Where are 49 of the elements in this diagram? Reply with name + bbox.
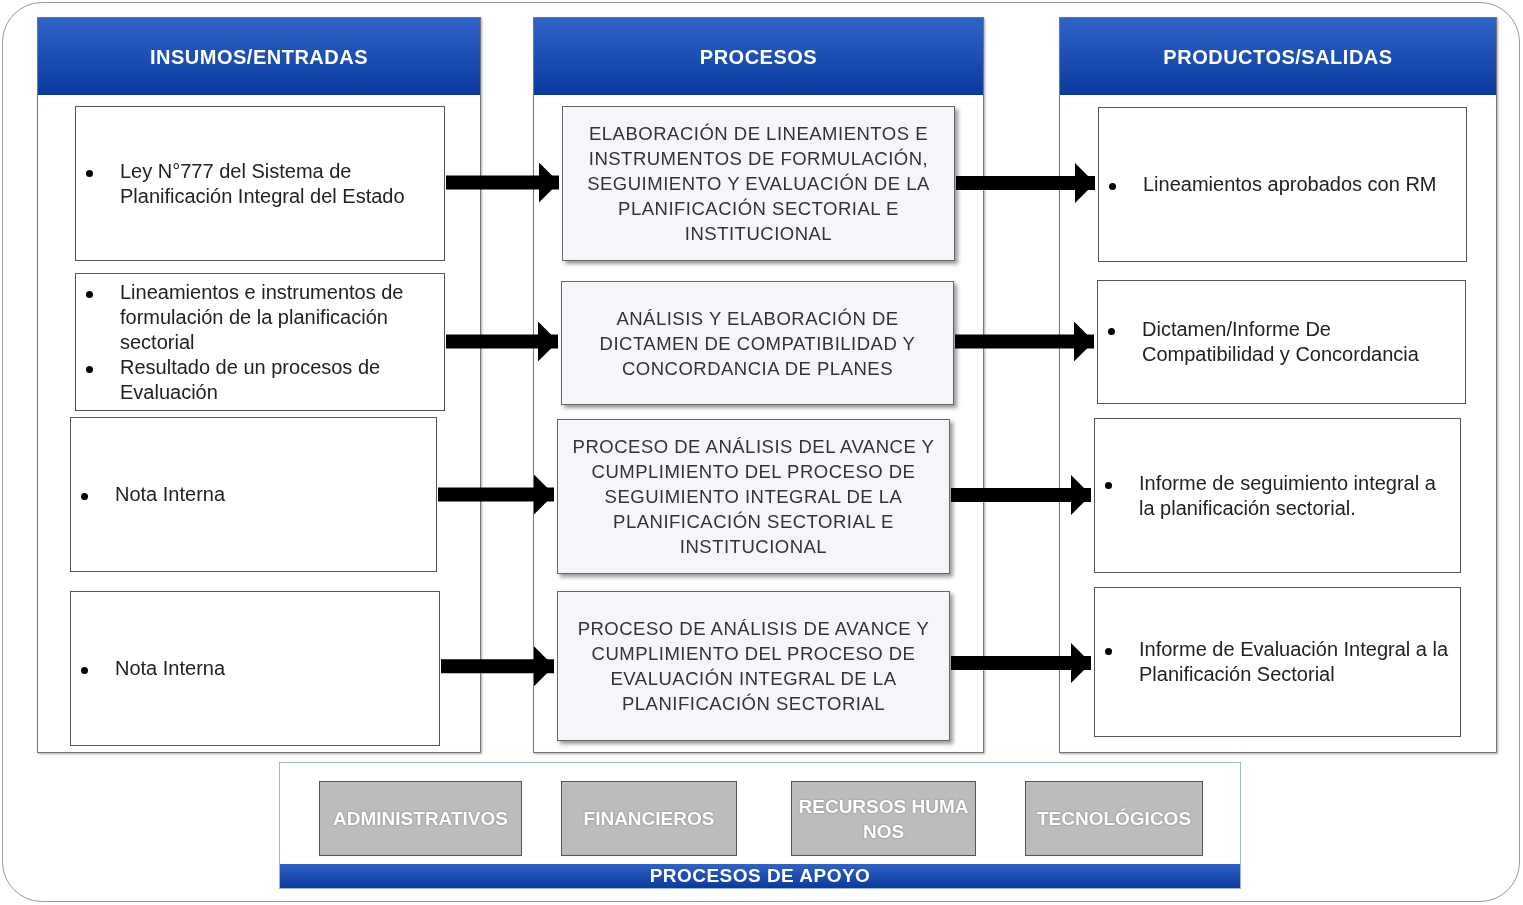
bullet-text: Lineamientos e instrumentos de formulación de la planificación sectorial [120, 279, 405, 355]
block-arrow [955, 321, 1094, 362]
bullet-text: Nota Interna [115, 656, 226, 681]
column-panel [1059, 17, 1497, 753]
block-arrow [441, 646, 554, 687]
column-header-text: PROCESOS [699, 44, 818, 70]
bullet-text: Resultado de un procesos de Evaluación [120, 354, 382, 405]
band-title: PROCESOS DE APOYO [649, 863, 871, 888]
process-text: PROCESO DE ANÁLISIS DEL AVANCE Y CUMPLIMIENTO DEL PROCESO DE SEGUIMIENTO INTEGRAL DE LA PLANIFICACIÓN SECTORIAL E INSTITUCIONAL [571, 435, 936, 559]
text-box [1098, 107, 1467, 262]
text-box [1097, 280, 1466, 404]
block-arrow [951, 475, 1091, 515]
process-box [562, 106, 955, 261]
block-arrow [951, 643, 1091, 683]
support-label: TECNOLÓGICOS [1036, 807, 1192, 831]
text-box [1094, 418, 1461, 573]
block-arrow [956, 163, 1095, 203]
bullet-text: Informe de seguimiento integral a la planificación sectorial. [1139, 470, 1437, 521]
bullet-text: Nota Interna [115, 482, 226, 507]
text-box [75, 106, 445, 261]
process-box [557, 591, 950, 741]
bullet-text: Lineamientos aprobados con RM [1143, 172, 1437, 197]
column-panel [533, 17, 984, 753]
process-text: PROCESO DE ANÁLISIS DE AVANCE Y CUMPLIMIENTO DEL PROCESO DE EVALUACIÓN INTEGRAL DE LA PLANIFICACIÓN SECTORIAL [576, 617, 931, 716]
text-box [1094, 587, 1461, 737]
block-arrow [446, 162, 559, 203]
support-box [1025, 781, 1203, 856]
support-box [319, 781, 522, 856]
bullet-text: Informe de Evaluación Integral a la Planificación Sectorial [1139, 637, 1450, 687]
bullet-text: Ley N°777 del Sistema de Planificación Integral del Estado [120, 158, 406, 209]
process-box [561, 281, 954, 405]
support-label: RECURSOS HUMANOS [797, 794, 970, 844]
process-box [557, 419, 950, 574]
text-box [70, 417, 437, 572]
block-arrow [446, 321, 558, 362]
support-label: FINANCIEROS [583, 807, 715, 831]
support-box [561, 781, 737, 856]
support-box [791, 781, 976, 856]
text-box [75, 273, 445, 411]
text-box [70, 591, 440, 746]
bullet-text: Dictamen/Informe De Compatibilidad y Concordancia [1142, 317, 1420, 367]
column-header-text: PRODUCTOS/SALIDAS [1163, 44, 1393, 70]
column-panel [37, 17, 481, 753]
support-band [279, 762, 1241, 889]
block-arrow [438, 474, 554, 515]
support-label: ADMINISTRATIVOS [333, 807, 508, 831]
process-text: ANÁLISIS Y ELABORACIÓN DE DICTAMEN DE COMPATIBILIDAD Y CONCORDANCIA DE PLANES [598, 306, 917, 381]
process-text: ELABORACIÓN DE LINEAMIENTOS E INSTRUMENTOS DE FORMULACIÓN, SEGUIMIENTO Y EVALUACIÓN DE LA PLANIFICACIÓN SECTORIAL E INSTITUCIONAL [586, 122, 931, 246]
column-header-text: INSUMOS/ENTRADAS [150, 44, 368, 70]
